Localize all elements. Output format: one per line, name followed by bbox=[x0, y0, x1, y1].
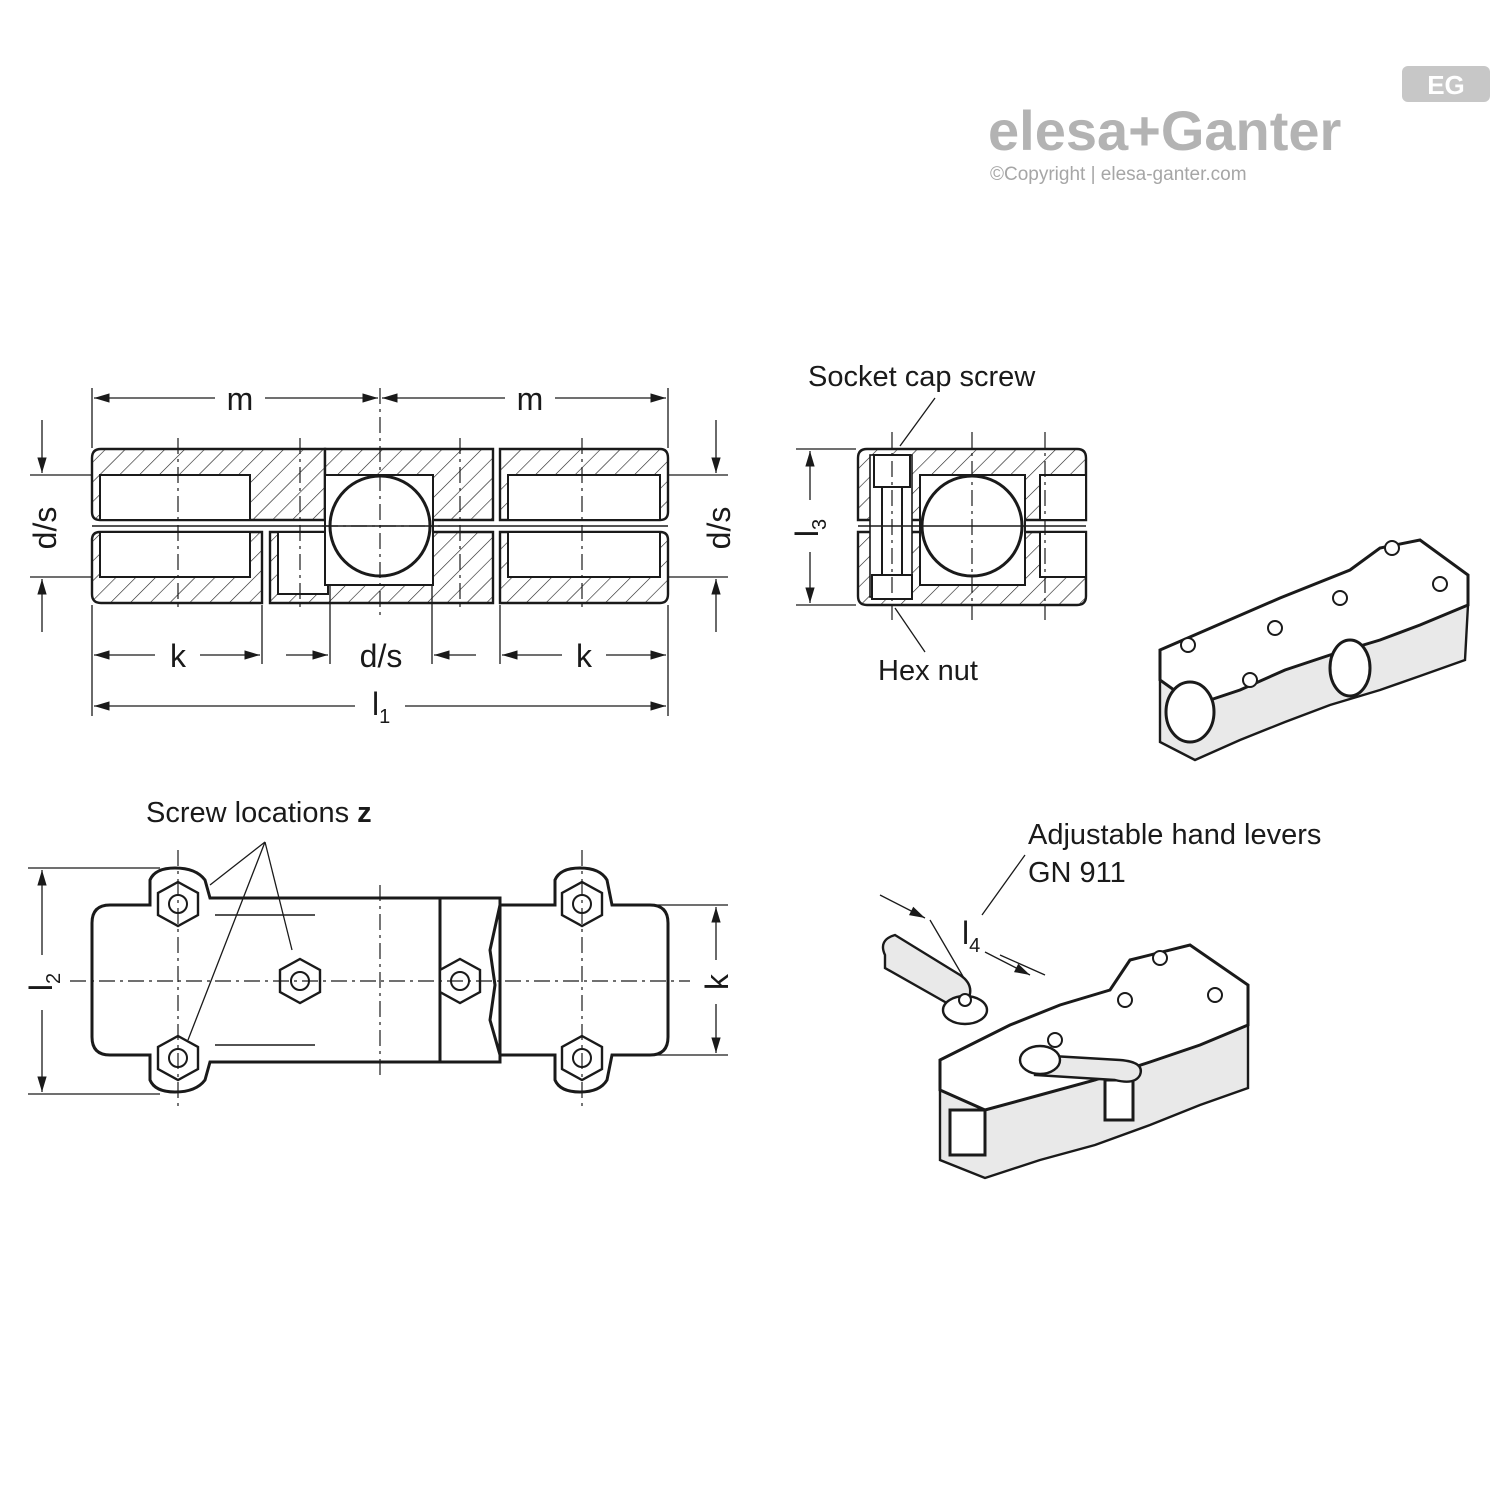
lever-clamp-bore-2 bbox=[1103, 1078, 1135, 1122]
lever-clamp-top bbox=[938, 943, 1250, 1112]
iso-screw-1 bbox=[1180, 637, 1196, 653]
dim-l1: l1 bbox=[372, 686, 390, 728]
front-cavity-ur bbox=[507, 474, 661, 521]
label-hand-levers-line1: Adjustable hand levers bbox=[1028, 819, 1321, 851]
hand-lever-1 bbox=[881, 933, 972, 1007]
leader-screw-1 bbox=[209, 841, 266, 886]
top-view: Screw locations z bbox=[23, 797, 735, 1110]
front-cavity-lm bbox=[277, 531, 329, 595]
label-hand-levers-line2: GN 911 bbox=[1028, 857, 1126, 889]
dim-l4-ext bbox=[929, 919, 969, 986]
hand-lever-1-screw bbox=[958, 993, 972, 1007]
iso-screw-3 bbox=[1267, 620, 1283, 636]
dim-ds-bottom: d/s bbox=[360, 638, 403, 674]
isometric-lever-clamp: Adjustable hand levers GN 911 l4 bbox=[879, 819, 1321, 1180]
front-view: m m d/s d/s k d/s k l1 bbox=[27, 381, 737, 728]
iso-screw-6 bbox=[1432, 576, 1448, 592]
side-cavity-upper bbox=[1039, 474, 1087, 521]
brand-badge-text: EG bbox=[1427, 70, 1465, 100]
isometric-clamp bbox=[1158, 538, 1470, 762]
iso-clamp-bore-right bbox=[1328, 638, 1372, 698]
lever-iso-screw-2 bbox=[1117, 992, 1133, 1008]
dim-k-left: k bbox=[170, 638, 187, 674]
top-body-middle bbox=[438, 896, 502, 1064]
leader-screw-2 bbox=[264, 841, 293, 951]
dim-l4-arrow-b-line bbox=[999, 954, 1046, 976]
dim-l2: l2 bbox=[23, 973, 65, 991]
lever-iso-screw-4 bbox=[1207, 987, 1223, 1003]
dim-l3: l3 bbox=[789, 519, 831, 537]
iso-screw-4 bbox=[1332, 590, 1348, 606]
lever-iso-screw-1 bbox=[1047, 1032, 1063, 1048]
front-cavity-ul bbox=[99, 474, 251, 521]
label-hex-nut: Hex nut bbox=[878, 655, 978, 687]
front-cavity-lr bbox=[507, 531, 661, 578]
label-screw-locations: Screw locations z bbox=[146, 797, 372, 829]
top-body-left bbox=[90, 866, 442, 1094]
copyright-text: ©Copyright | elesa-ganter.com bbox=[990, 164, 1247, 185]
dim-k-right: k bbox=[576, 638, 593, 674]
iso-clamp-bore-left bbox=[1164, 680, 1216, 744]
leader-hex-nut bbox=[894, 607, 926, 653]
hand-lever-2 bbox=[1033, 1053, 1142, 1083]
dim-k-top-view: k bbox=[699, 973, 735, 990]
dim-l4-arrow-b bbox=[984, 951, 1031, 976]
label-socket-cap-screw: Socket cap screw bbox=[808, 361, 1036, 393]
hand-lever-2-hub bbox=[1018, 1044, 1062, 1076]
iso-screw-2 bbox=[1242, 672, 1258, 688]
dim-ds-left: d/s bbox=[27, 507, 63, 550]
leader-socket-cap-screw bbox=[899, 397, 936, 447]
front-cavity-ll bbox=[99, 531, 251, 578]
dim-m-left: m bbox=[227, 381, 254, 417]
brand-badge bbox=[1402, 66, 1490, 102]
side-cavity-lower bbox=[1039, 531, 1087, 578]
lever-iso-screw-3 bbox=[1152, 950, 1168, 966]
dim-ds-right: d/s bbox=[701, 507, 737, 550]
side-view: Socket cap screw Hex nut l3 bbox=[789, 361, 1088, 687]
side-screw-head bbox=[873, 454, 911, 488]
leader-screw-3 bbox=[187, 841, 266, 1041]
iso-screw-5 bbox=[1384, 540, 1400, 556]
dim-l4: l4 bbox=[962, 915, 980, 957]
top-body-right bbox=[498, 866, 670, 1094]
leader-hand-levers bbox=[981, 854, 1026, 916]
dim-l4-arrow-a bbox=[879, 894, 926, 919]
dim-m-right: m bbox=[517, 381, 544, 417]
brand-name: elesa+Ganter bbox=[988, 99, 1341, 162]
brand-logo: elesa+Ganter EG ©Copyright | elesa-gante… bbox=[988, 66, 1490, 185]
lever-clamp-bore bbox=[948, 1108, 987, 1157]
